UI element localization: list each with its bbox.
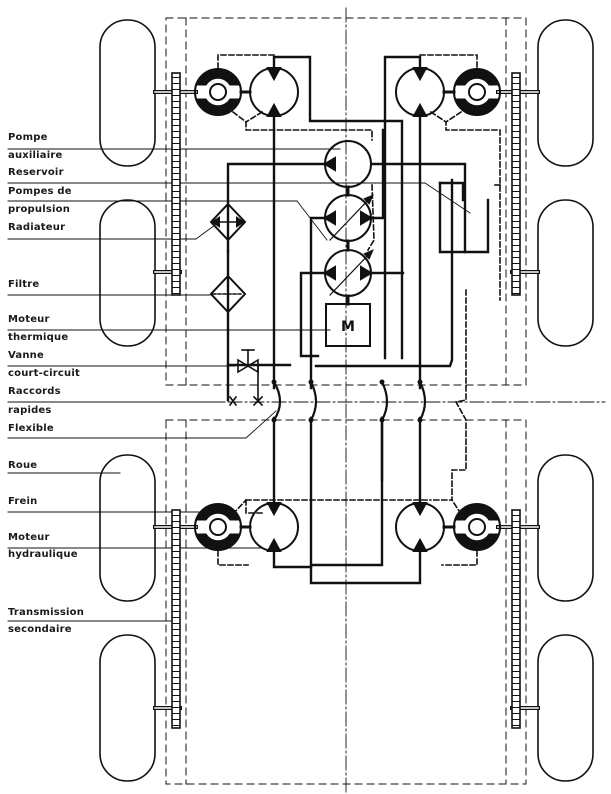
transmission-chains bbox=[171, 72, 521, 729]
label-vanne-1: Vanne bbox=[8, 350, 44, 361]
label-moteur-thermique-2: thermique bbox=[8, 332, 69, 343]
auxiliary-pump bbox=[323, 140, 372, 188]
centre-lines bbox=[7, 7, 606, 794]
flexible-hoses bbox=[272, 380, 427, 422]
label-pompe-auxiliaire-2: auxiliaire bbox=[8, 150, 63, 161]
label-vanne-2: court-circuit bbox=[8, 368, 80, 379]
label-moteur-hydraulique-2: hydraulique bbox=[8, 549, 78, 560]
label-flexible: Flexible bbox=[8, 423, 54, 434]
axles bbox=[153, 90, 540, 710]
pressure-lines bbox=[226, 55, 490, 585]
bypass-valve bbox=[228, 349, 264, 407]
label-moteur-thermique-1: Moteur bbox=[8, 314, 50, 325]
label-roue: Roue bbox=[8, 460, 38, 471]
radiator bbox=[209, 202, 247, 242]
engine-block bbox=[325, 303, 371, 347]
propulsion-pumps bbox=[323, 185, 374, 306]
quick-couplers bbox=[271, 379, 423, 423]
label-pompes-propulsion-2: propulsion bbox=[8, 204, 71, 215]
label-frein: Frein bbox=[8, 496, 38, 507]
label-reservoir: Reservoir bbox=[8, 167, 64, 178]
label-transmission-2: secondaire bbox=[8, 624, 72, 635]
label-raccords-2: rapides bbox=[8, 405, 52, 416]
label-radiateur: Radiateur bbox=[8, 222, 66, 233]
drain-lines bbox=[217, 54, 501, 566]
label-pompe-auxiliaire-1: Pompe bbox=[8, 132, 48, 143]
label-pompes-propulsion-1: Pompes de bbox=[8, 186, 72, 197]
label-moteur-hydraulique-1: Moteur bbox=[8, 532, 50, 543]
brakes bbox=[194, 68, 501, 551]
label-filtre: Filtre bbox=[8, 279, 40, 290]
engine-symbol: M bbox=[341, 319, 355, 335]
filter bbox=[209, 274, 247, 314]
label-raccords-1: Raccords bbox=[8, 386, 61, 397]
label-transmission-1: Transmission bbox=[8, 607, 85, 618]
chassis-outline bbox=[165, 17, 527, 785]
